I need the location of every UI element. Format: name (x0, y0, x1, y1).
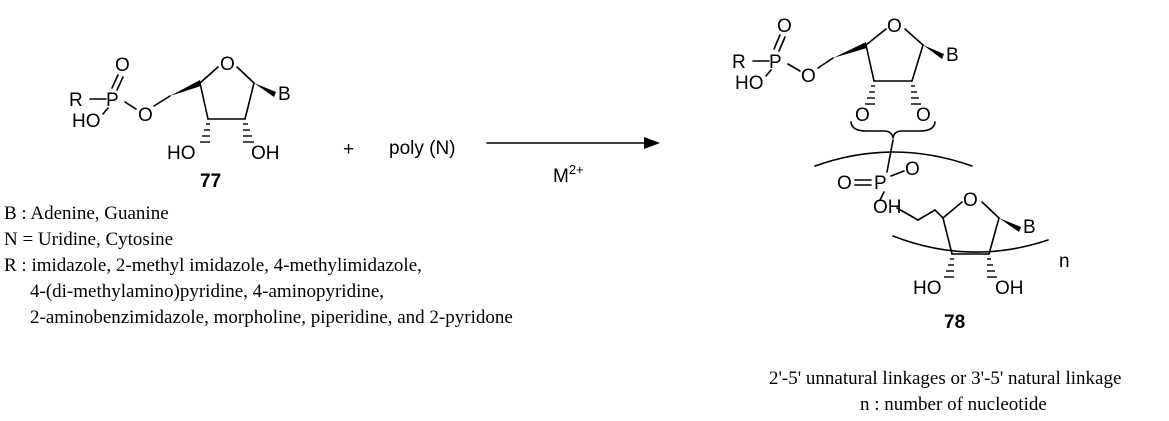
bond-78-o-ch2 (817, 57, 834, 69)
compound-77-number: 77 (200, 171, 221, 192)
atom-78-p: P (769, 52, 782, 73)
compound-78: R P O HO O O B O O O P O OH O B n HO OH … (732, 16, 1070, 333)
bond-78-p-oh (765, 69, 772, 77)
bond-78-p-o (787, 63, 801, 72)
atom-78-o-2: O (916, 105, 931, 126)
bond-78b-c1-c2 (988, 217, 1000, 255)
bond-p-oh (102, 107, 109, 115)
hash-78b-c2-oh (987, 258, 997, 278)
atom-ho-3: HO (167, 143, 196, 164)
wedge-78b-c1-b (999, 218, 1021, 232)
bond-p-o (124, 101, 137, 110)
atom-78-o-link: O (801, 66, 816, 87)
bond-c4-o (199, 66, 219, 84)
atom-78-ho-b: HO (913, 278, 942, 299)
legend-r-line2: 4-(di-methylamino)pyridine, 4-aminopyrid… (30, 281, 384, 302)
footnote: 2'-5' unnatural linkages or 3'-5' natura… (769, 368, 1121, 415)
bond-ring2-ch2 (896, 207, 919, 221)
atom-78-r: R (732, 52, 746, 73)
linkage-brace (850, 121, 936, 139)
bond-bridge-p-oh (879, 191, 885, 201)
atom-78-ho-p: HO (735, 73, 764, 94)
repeat-bracket-upper (814, 151, 973, 167)
atom-78-oh-b: OH (995, 278, 1024, 299)
wedge-c4-c5 (170, 80, 201, 96)
reaction: + poly (N) M2+ (343, 137, 660, 187)
bond-78b-c4-o (942, 201, 963, 219)
atom-o-link: O (138, 105, 153, 126)
bond-ch2-c5-2 (917, 209, 936, 221)
bond-78-c3-c4 (865, 44, 875, 82)
bond-bridge-p (886, 139, 894, 173)
atom-78-b2: B (1023, 217, 1036, 238)
bond-o-ch2 (153, 95, 171, 107)
plus-sign: + (343, 139, 354, 160)
hash-78-c2-o (911, 85, 921, 105)
atom-o-double: O (115, 55, 130, 76)
atom-78-p-bridge: P (874, 173, 887, 194)
bond-p-o-double (111, 74, 119, 89)
atom-78-o-ring2: O (963, 190, 978, 211)
bond-78-c1-c2 (911, 44, 924, 82)
bond-78-o-c1 (904, 28, 924, 46)
reaction-arrow-head (644, 137, 660, 149)
legend: B : Adenine, Guanine N = Uridine, Cytosi… (4, 203, 513, 328)
wedge-c1-b (254, 83, 276, 97)
repeat-bracket-lower (892, 235, 1049, 253)
condition-label: M2+ (553, 162, 584, 187)
hash-78b-c3-oh (944, 258, 954, 278)
bond-bridge-p-o (890, 170, 905, 177)
bond-78-p-o-double (773, 34, 781, 50)
atom-78-n: n (1059, 251, 1070, 272)
atom-78-o-bridge: O (905, 159, 920, 180)
atom-p: P (106, 90, 119, 111)
atom-ho-p: HO (72, 111, 101, 132)
footnote-line2: n : number of nucleotide (860, 394, 1047, 415)
atom-78-o-bridge-double: O (837, 173, 852, 194)
hash-c3-oh (200, 123, 210, 143)
compound-77: R P O HO O O B HO OH 77 (69, 54, 291, 192)
atom-r: R (69, 90, 83, 111)
bond-78-c4-o (865, 28, 887, 46)
bond-o-c1 (236, 66, 255, 84)
atom-78-o-ring1: O (887, 16, 902, 37)
legend-r-line3: 2-aminobenzimidazole, morpholine, piperi… (30, 307, 513, 328)
atom-78-b1: B (946, 45, 959, 66)
atom-o-ring: O (220, 54, 235, 75)
legend-b: B : Adenine, Guanine (4, 203, 169, 224)
atom-78-oh-bridge: OH (873, 197, 902, 218)
compound-78-number: 78 (944, 312, 965, 333)
bond-c3-c4 (199, 82, 209, 120)
bond-78-p-o-double-2 (778, 36, 786, 52)
bond-78b-o-c1 (981, 201, 1000, 219)
reagent-label: poly (N) (389, 138, 456, 159)
bond-c5-c4-2 (934, 209, 944, 219)
atom-b: B (278, 84, 291, 105)
atom-78-o-3: O (855, 105, 870, 126)
hash-78-c3-o (865, 85, 875, 105)
bond-78b-c3-c4 (942, 217, 953, 255)
footnote-line1: 2'-5' unnatural linkages or 3'-5' natura… (769, 368, 1121, 389)
wedge-78-c1-b (923, 45, 944, 59)
bond-c1-c2 (244, 82, 255, 120)
wedge-78-c4-c5 (833, 42, 867, 58)
hash-c2-oh (243, 123, 254, 143)
atom-oh-2: OH (251, 143, 280, 164)
bond-p-o-double-2 (116, 76, 124, 91)
atom-78-o-double: O (777, 16, 792, 37)
legend-r-line1: R : imidazole, 2-methyl imidazole, 4-met… (4, 255, 422, 276)
legend-n: N = Uridine, Cytosine (4, 229, 173, 250)
